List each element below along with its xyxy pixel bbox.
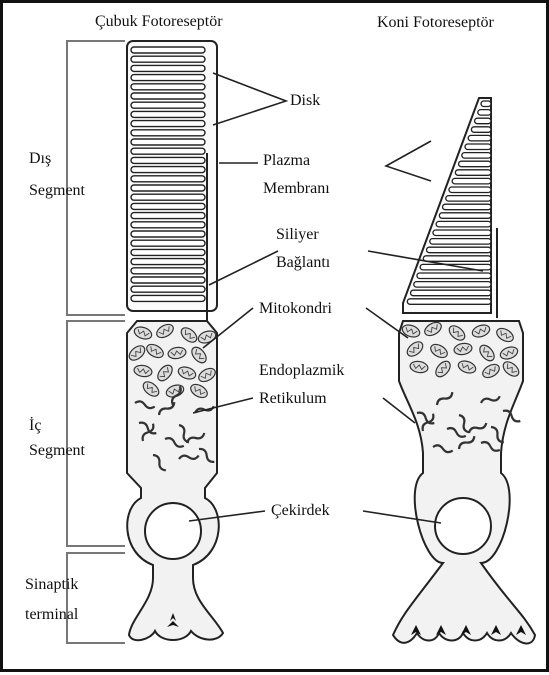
synaptic-bracket (67, 553, 125, 643)
rod-disk (131, 56, 205, 62)
rod-disk (131, 277, 205, 283)
rod-disk (131, 231, 205, 237)
rod-cell (127, 41, 223, 640)
rod-disk (131, 148, 205, 154)
cilium-leader (209, 251, 278, 285)
rod-disk (131, 130, 205, 136)
rod-disk (131, 286, 205, 292)
rod-disk (131, 102, 205, 108)
rod-disk (131, 222, 205, 228)
rod-disk (131, 121, 205, 127)
rod-disk (131, 47, 205, 53)
plasma-label-1: Plazma (263, 151, 310, 170)
cone-plasma-leader (386, 141, 431, 181)
cilium-label-2: Bağlantı (276, 253, 330, 272)
cone-disk (427, 247, 491, 253)
cone-disk (455, 170, 491, 176)
er-label-2: Retikulum (259, 389, 327, 408)
cone-disk (478, 110, 491, 116)
er-label-1: Endoplazmik (259, 361, 344, 380)
rod-disk (131, 75, 205, 81)
cone-disk (417, 273, 491, 279)
cone-disk (468, 135, 491, 141)
rod-disk (131, 84, 205, 90)
rod-disk (131, 213, 205, 219)
rod-disk (131, 65, 205, 71)
segment-brackets (67, 41, 125, 643)
outer-segment-label-2: Segment (29, 181, 85, 200)
cone-disk (411, 290, 491, 296)
inner-segment-label-2: Segment (29, 441, 85, 460)
rod-disk (131, 259, 205, 265)
cone-disk (459, 161, 491, 167)
cone-cell (393, 98, 535, 643)
synaptic-label-2: terminal (25, 605, 78, 624)
cone-disk (452, 178, 491, 184)
cone-disk (475, 118, 491, 124)
rod-title: Çubuk Fotoreseptör (95, 12, 223, 31)
cone-disk (446, 196, 491, 202)
rod-disk (131, 139, 205, 145)
cone-title: Koni Fotoreseptör (377, 13, 494, 32)
rod-disk (131, 249, 205, 255)
mitochondria-label: Mitokondri (259, 299, 332, 318)
cone-disk (436, 221, 491, 227)
disk-leader (213, 73, 286, 125)
plasma-label-2: Membranı (263, 179, 330, 198)
cone-disk (439, 213, 491, 219)
rod-disk (131, 111, 205, 117)
cone-disk (433, 230, 491, 236)
cone-nucleus (435, 498, 491, 554)
rod-disk (131, 240, 205, 246)
cone-disk (423, 256, 491, 261)
cone-disk (420, 264, 491, 270)
rod-disk (131, 203, 205, 209)
rod-disk (131, 194, 205, 200)
cone-disk (465, 144, 491, 150)
cone-disk (462, 153, 491, 159)
inner-segment-label-1: İç (29, 416, 41, 435)
rod-disk (131, 176, 205, 182)
nucleus-label: Çekirdek (271, 501, 330, 520)
cone-disk (443, 204, 491, 210)
rod-disk (131, 167, 205, 173)
cone-disk (449, 187, 491, 193)
rod-disk (131, 93, 205, 99)
outer-segment-bracket (67, 41, 125, 315)
disk-label: Disk (290, 91, 320, 110)
cone-disk (430, 239, 491, 245)
rod-disk (131, 185, 205, 191)
rod-disk (131, 295, 205, 301)
cone-disk (471, 127, 491, 133)
outer-segment-label-1: Dış (29, 149, 51, 168)
cone-disk (414, 282, 491, 288)
synaptic-label-1: Sinaptik (25, 575, 78, 594)
cilium-label-1: Siliyer (276, 225, 319, 244)
cone-disk (407, 299, 491, 305)
cone-disk (481, 101, 491, 107)
inner-segment-bracket (67, 321, 125, 546)
rod-disk (131, 157, 205, 163)
rod-nucleus (145, 503, 201, 559)
photoreceptor-illustration (3, 3, 549, 675)
rod-disk (131, 268, 205, 274)
